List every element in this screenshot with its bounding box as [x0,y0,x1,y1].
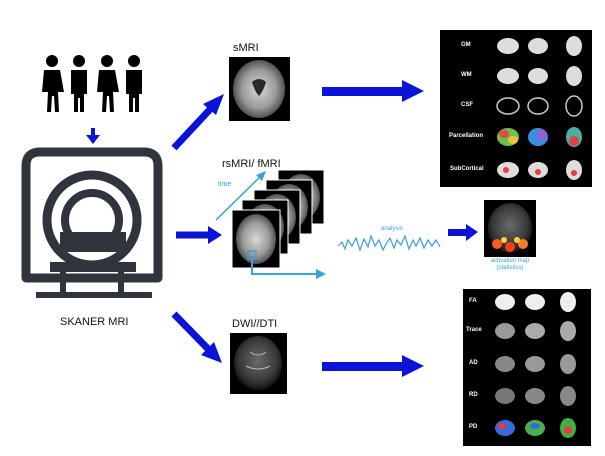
arrow-smri-to-segmentation [322,80,424,102]
segmentation-row-label: SubCortical [450,166,484,172]
arrow-to-dwi [171,311,222,363]
arrow-to-smri [171,94,224,151]
mri-scanner-icon [21,147,163,298]
segmentation-panel [440,30,592,187]
fmri-brain-stack [231,169,325,269]
activation-map-image [484,200,536,257]
diffusion-panel [463,289,591,446]
fmri-label: rsMRI/ fMRI [222,158,281,170]
segmentation-row-label: CSF [461,102,473,108]
diffusion-row-label: PD [469,424,478,430]
diffusion-row-label: AD [469,360,478,366]
time-axis-arrow [215,171,266,221]
time-label: time [218,181,232,188]
subjects-group-icon [42,55,142,112]
arrow-to-activation-map [448,224,478,241]
segmentation-row-label: GM [461,42,471,48]
arrow-dwi-to-diffusion [322,355,424,377]
segmentation-row-label: WM [461,72,472,78]
scanner-label: SKANER MRI [60,316,129,328]
bold-signal-timeseries [337,234,441,252]
diffusion-row-label: FA [469,298,477,304]
person-icon [42,55,64,112]
activation-map-label: activation map (statistics) [490,258,530,271]
segmentation-row-label: Parcellation [449,133,484,139]
voxel-pointer-arrow [251,259,326,279]
arrow-down-to-scanner [86,128,100,144]
arrow-to-fmri [176,226,222,244]
dwi-label: DWI//DTI [232,318,278,330]
diffusion-row-label: RD [469,392,478,398]
analysis-label: analysis [381,226,403,232]
dwi-brain-image [230,333,287,394]
fmri-slice [231,209,281,269]
person-icon [97,55,119,112]
smri-label: sMRI [233,42,259,54]
person-icon [126,55,142,112]
person-icon [71,55,87,112]
smri-brain-image [229,57,290,121]
diffusion-row-label: Trace [466,327,482,333]
